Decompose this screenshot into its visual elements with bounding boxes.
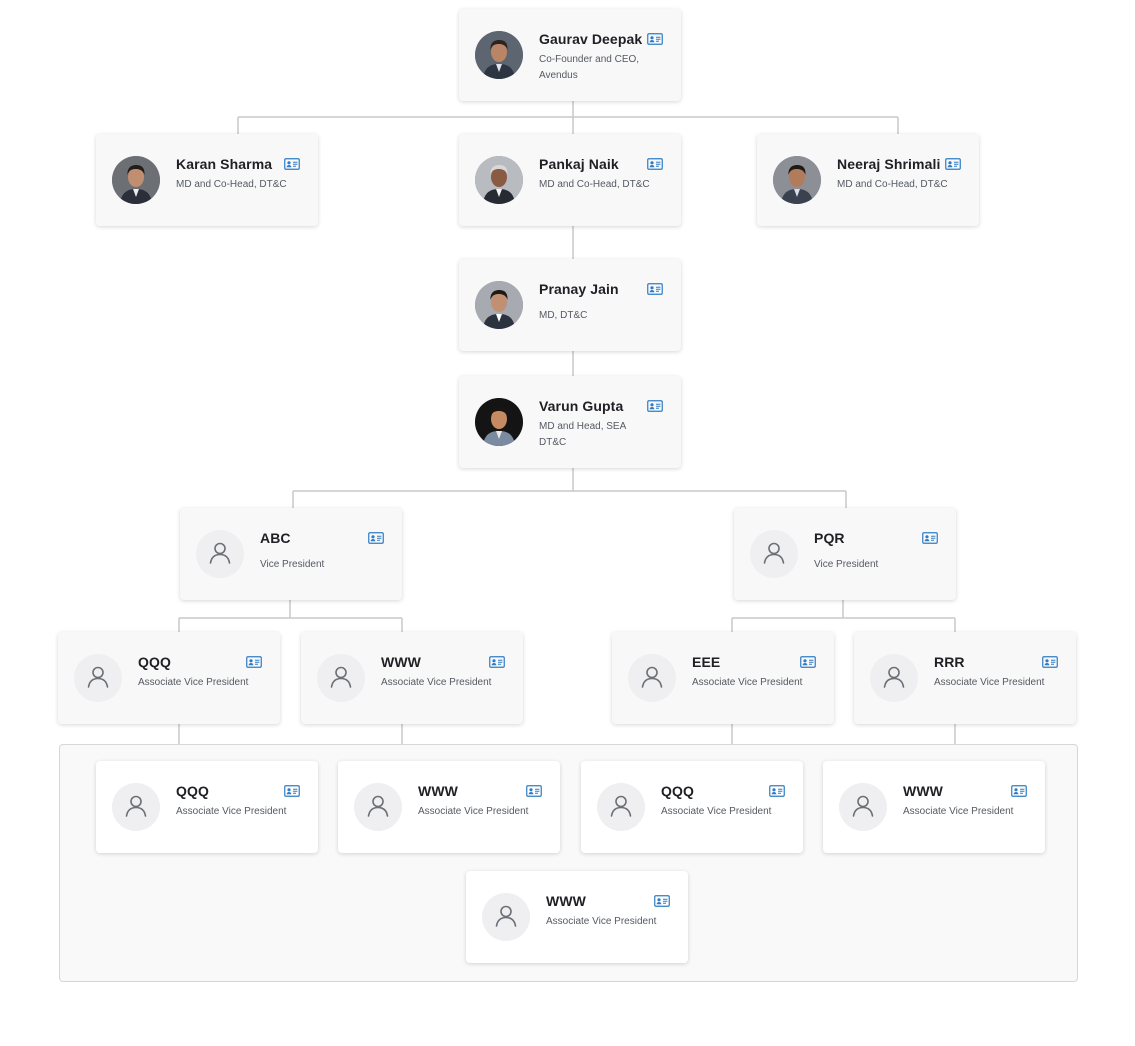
contact-card-icon[interactable] <box>654 895 670 907</box>
contact-card-icon[interactable] <box>489 656 505 668</box>
member-role: MD and Co-Head, DT&C <box>837 179 948 190</box>
contact-card-icon[interactable] <box>769 785 785 797</box>
member-name: EEE <box>692 654 721 670</box>
contact-card-icon[interactable] <box>800 656 816 668</box>
member-name: WWW <box>546 893 586 909</box>
member-role: Co-Founder and CEO, Avendus <box>539 54 640 81</box>
user-outline-icon <box>196 530 244 578</box>
member-card-www3[interactable]: WWW Associate Vice President <box>823 761 1045 853</box>
member-card-pankaj[interactable]: Pankaj Naik MD and Co-Head, DT&C <box>459 134 681 226</box>
contact-card-icon[interactable] <box>1042 656 1058 668</box>
member-role: Associate Vice President <box>692 677 803 688</box>
member-name: WWW <box>903 783 943 799</box>
member-role: Associate Vice President <box>546 916 657 927</box>
contact-card-icon[interactable] <box>1011 785 1027 797</box>
member-card-neeraj[interactable]: Neeraj Shrimali MD and Co-Head, DT&C <box>757 134 979 226</box>
member-card-varun[interactable]: Varun Gupta MD and Head, SEA DT&C <box>459 376 681 468</box>
member-name: Pankaj Naik <box>539 156 619 172</box>
user-outline-icon <box>750 530 798 578</box>
member-card-qqq2[interactable]: QQQ Associate Vice President <box>96 761 318 853</box>
member-name: PQR <box>814 530 845 546</box>
member-role: Vice President <box>260 559 325 570</box>
member-name: QQQ <box>138 654 171 670</box>
member-name: QQQ <box>661 783 694 799</box>
member-card-qqq1[interactable]: QQQ Associate Vice President <box>58 632 280 724</box>
member-card-karan[interactable]: Karan Sharma MD and Co-Head, DT&C <box>96 134 318 226</box>
member-role: Associate Vice President <box>903 806 1014 817</box>
contact-card-icon[interactable] <box>284 158 300 170</box>
avatar-photo <box>475 31 523 79</box>
member-name: Pranay Jain <box>539 281 619 297</box>
member-name: Varun Gupta <box>539 398 624 414</box>
member-card-rrr[interactable]: RRR Associate Vice President <box>854 632 1076 724</box>
member-name: WWW <box>418 783 458 799</box>
member-name: Gaurav Deepak <box>539 31 643 47</box>
avatar-photo <box>475 156 523 204</box>
member-role: Vice President <box>814 559 879 570</box>
member-role: MD and Co-Head, DT&C <box>539 179 650 190</box>
member-name: ABC <box>260 530 291 546</box>
member-card-eee[interactable]: EEE Associate Vice President <box>612 632 834 724</box>
member-role: Associate Vice President <box>418 806 529 817</box>
user-outline-icon <box>628 654 676 702</box>
member-card-www2[interactable]: WWW Associate Vice President <box>338 761 560 853</box>
avatar-photo <box>773 156 821 204</box>
member-card-qqq3[interactable]: QQQ Associate Vice President <box>581 761 803 853</box>
user-outline-icon <box>482 893 530 941</box>
member-name: Neeraj Shrimali <box>837 156 941 172</box>
avatar-photo <box>112 156 160 204</box>
contact-card-icon[interactable] <box>647 33 663 45</box>
member-card-abc[interactable]: ABC Vice President <box>180 508 402 600</box>
member-role: MD, DT&C <box>539 310 588 321</box>
avatar-photo <box>475 398 523 446</box>
member-role: Associate Vice President <box>176 806 287 817</box>
user-outline-icon <box>870 654 918 702</box>
user-outline-icon <box>317 654 365 702</box>
user-outline-icon <box>597 783 645 831</box>
member-name: Karan Sharma <box>176 156 273 172</box>
contact-card-icon[interactable] <box>246 656 262 668</box>
member-role: Associate Vice President <box>934 677 1045 688</box>
contact-card-icon[interactable] <box>945 158 961 170</box>
contact-card-icon[interactable] <box>368 532 384 544</box>
member-role: Associate Vice President <box>661 806 772 817</box>
member-name: RRR <box>934 654 965 670</box>
member-role: MD and Co-Head, DT&C <box>176 179 287 190</box>
member-card-www4[interactable]: WWW Associate Vice President <box>466 871 688 963</box>
contact-card-icon[interactable] <box>647 400 663 412</box>
contact-card-icon[interactable] <box>647 283 663 295</box>
member-card-www1[interactable]: WWW Associate Vice President <box>301 632 523 724</box>
member-name: QQQ <box>176 783 209 799</box>
contact-card-icon[interactable] <box>526 785 542 797</box>
member-role: Associate Vice President <box>381 677 492 688</box>
user-outline-icon <box>354 783 402 831</box>
user-outline-icon <box>839 783 887 831</box>
avatar-photo <box>475 281 523 329</box>
user-outline-icon <box>74 654 122 702</box>
contact-card-icon[interactable] <box>922 532 938 544</box>
member-name: WWW <box>381 654 421 670</box>
member-role: MD and Head, SEA DT&C <box>539 421 626 448</box>
member-card-pqr[interactable]: PQR Vice President <box>734 508 956 600</box>
contact-card-icon[interactable] <box>284 785 300 797</box>
contact-card-icon[interactable] <box>647 158 663 170</box>
member-role: Associate Vice President <box>138 677 249 688</box>
user-outline-icon <box>112 783 160 831</box>
